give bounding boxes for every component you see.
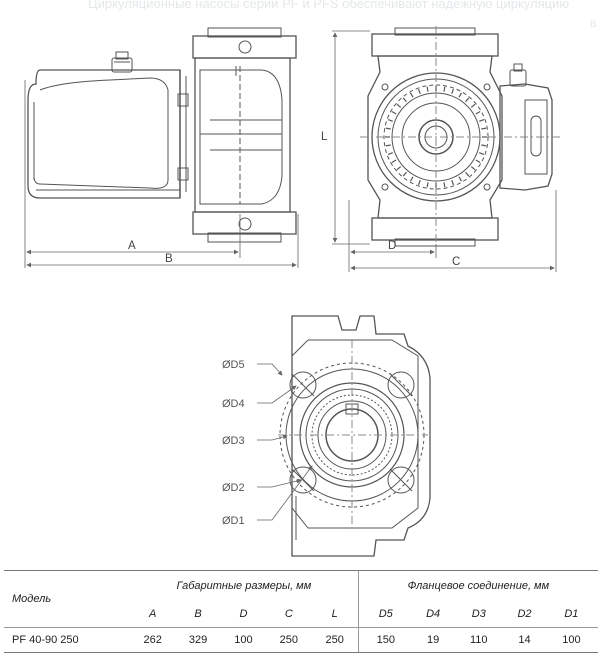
side-view-dimensions — [24, 80, 299, 268]
rotor-rib — [417, 180, 421, 186]
cell-d5: 150 — [357, 627, 413, 653]
flange-label-d4: ØD4 — [222, 398, 245, 410]
rotor-rib — [470, 166, 476, 171]
rotor-rib — [396, 166, 402, 171]
cell-d1: 100 — [544, 627, 598, 653]
cell-d2: 14 — [504, 627, 545, 653]
rotor-rib — [426, 182, 429, 188]
table-header-flange: Фланцевое соединение, мм — [357, 570, 598, 601]
column-header-c: C — [284, 607, 293, 620]
table-header-dimensions: Габаритные размеры, мм — [129, 570, 359, 601]
column-header-b: B — [194, 607, 202, 620]
pump-technical-drawing: A B — [24, 26, 560, 557]
flange-label-d1: ØD1 — [222, 515, 245, 527]
rotor-rib — [417, 88, 421, 94]
cell-a: 262 — [129, 627, 176, 653]
rotor-rib — [465, 171, 470, 177]
flange-label-d5: ØD5 — [222, 359, 245, 371]
rotor-rib — [451, 180, 455, 186]
column-header-a: A — [148, 607, 157, 620]
rotor-rib — [409, 92, 414, 98]
column-header-d3: D3 — [471, 607, 486, 620]
flange-label-d2: ØD2 — [222, 482, 245, 494]
flange-leaders — [257, 363, 313, 521]
flange-view — [278, 315, 431, 557]
dim-label-d: D — [388, 240, 396, 252]
cell-l: 250 — [311, 627, 359, 653]
flange-label-d3: ØD3 — [222, 435, 245, 447]
cell-d4: 19 — [412, 627, 454, 653]
table-header-model: Модель — [4, 570, 130, 628]
rotor-rib — [479, 152, 485, 156]
front-view-ribs — [385, 86, 487, 188]
cell-model: PF 40-90 250 — [4, 627, 130, 653]
background-heading-fragment: в — [590, 16, 597, 30]
rotor-rib — [385, 144, 391, 147]
column-header-d5: D5 — [357, 600, 413, 628]
rotor-rib — [475, 159, 481, 164]
rotor-rib — [387, 118, 393, 122]
pump-side-view — [27, 27, 297, 243]
rotor-rib — [426, 86, 429, 92]
rotor-rib — [396, 103, 402, 108]
rotor-rib — [481, 144, 487, 147]
dim-label-c: C — [452, 256, 460, 268]
column-header-d2: D2 — [517, 607, 532, 620]
cell-c: 250 — [266, 627, 312, 653]
dim-label-b: B — [165, 253, 173, 265]
cell-d3: 110 — [453, 627, 505, 653]
rotor-rib — [409, 176, 414, 182]
rotor-rib — [402, 97, 407, 103]
rotor-rib — [443, 182, 446, 188]
dimensions-table: Модель Габаритные размеры, мм Фланцевое … — [4, 570, 598, 653]
cell-d: 100 — [220, 627, 267, 653]
column-header-d: D — [239, 607, 248, 620]
rotor-rib — [475, 110, 481, 115]
rotor-rib — [458, 92, 463, 98]
rotor-rib — [385, 127, 391, 130]
column-header-d4: D4 — [426, 607, 441, 620]
dim-label-l: L — [321, 131, 328, 143]
column-header-l: L — [331, 607, 338, 620]
rotor-rib — [451, 88, 455, 94]
rotor-rib — [391, 110, 397, 115]
dim-label-a: A — [128, 240, 136, 252]
rotor-rib — [465, 97, 470, 103]
rotor-rib — [458, 176, 463, 182]
background-heading-text: Циркуляционные насосы серии PF и PFS обе… — [88, 0, 570, 11]
rotor-rib — [391, 159, 397, 164]
pump-front-view — [360, 26, 560, 248]
rotor-rib — [443, 86, 446, 92]
cell-b: 329 — [175, 627, 221, 653]
front-view-dimensions — [332, 30, 557, 272]
column-header-d1: D1 — [564, 607, 579, 620]
rotor-rib — [470, 103, 476, 108]
table-row: PF 40-90 250 262 329 100 250 250 150 19 … — [4, 627, 598, 653]
rotor-rib — [479, 118, 485, 122]
rotor-rib — [402, 171, 407, 177]
rotor-rib — [481, 127, 487, 130]
rotor-rib — [387, 152, 393, 156]
